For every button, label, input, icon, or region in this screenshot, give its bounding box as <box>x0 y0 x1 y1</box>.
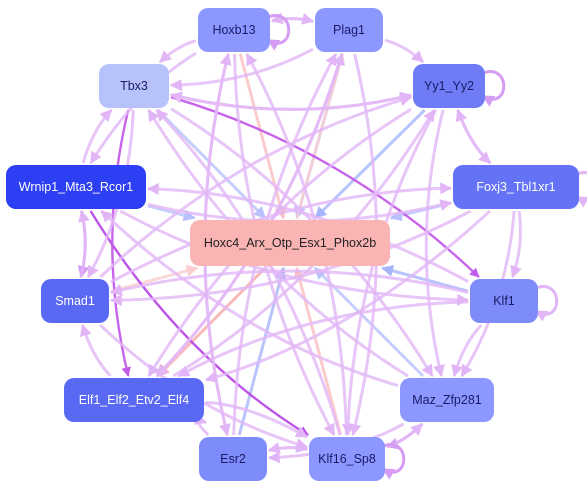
node-klf16-sp8[interactable]: Klf16_Sp8 <box>309 437 385 481</box>
edge-yy1-to-tbx3 <box>169 91 412 111</box>
self-loop-klf1 <box>533 285 559 322</box>
node-wrnip1-mta3-rcor1[interactable]: Wrnip1_Mta3_Rcor1 <box>6 165 146 209</box>
node-klf1[interactable]: Klf1 <box>470 279 538 323</box>
node-hoxc4-arx-otp-esx1-phox2b[interactable]: Hoxc4_Arx_Otp_Esx1_Phox2b <box>190 220 390 266</box>
edge-klf1-to-maz <box>451 323 483 378</box>
node-esr2[interactable]: Esr2 <box>199 437 267 481</box>
self-loop-hoxb13 <box>265 14 291 51</box>
edge-smad1-to-hoxc4 <box>110 265 199 293</box>
edge-maz-to-hoxc4 <box>313 266 425 378</box>
edge-elf1-to-klf16 <box>205 400 309 439</box>
node-plag1[interactable]: Plag1 <box>315 8 383 52</box>
edge-elf1-to-smad1 <box>79 323 112 378</box>
edge-tbx3-to-elf1 <box>111 109 131 377</box>
edge-smad1-to-wrnip1 <box>78 209 90 278</box>
edge-hoxb13-to-tbx3 <box>158 39 197 64</box>
node-tbx3[interactable]: Tbx3 <box>99 64 169 108</box>
edge-yy1-to-hoxc4 <box>314 108 426 220</box>
edge-wrnip1-to-tbx3 <box>81 108 113 164</box>
edge-foxj3-to-yy1 <box>455 108 492 165</box>
edge-foxj3-to-elf1 <box>204 209 491 383</box>
edge-hoxb13-to-hoxc4 <box>238 53 287 220</box>
node-yy1-yy2[interactable]: Yy1_Yy2 <box>413 64 485 108</box>
edge-plag1-to-tbx3 <box>169 47 314 92</box>
node-maz-zfp281[interactable]: Maz_Zfp281 <box>400 378 494 422</box>
edge-yy1-to-klf16 <box>342 109 438 437</box>
edge-klf1-to-smad1 <box>109 269 469 296</box>
node-hoxb13[interactable]: Hoxb13 <box>198 8 270 52</box>
edge-foxj3-to-klf1 <box>510 210 522 279</box>
edge-plag1-to-hoxb13 <box>270 12 314 25</box>
node-smad1[interactable]: Smad1 <box>41 279 109 323</box>
node-foxj3-tbl1xr1[interactable]: Foxj3_Tbl1xr1 <box>453 165 579 209</box>
edge-esr2-to-klf16 <box>268 441 309 453</box>
edge-wrnip1-to-klf1 <box>119 209 470 306</box>
edge-tbx3-to-hoxc4 <box>156 108 267 220</box>
edge-smad1-to-yy1 <box>99 94 413 279</box>
node-elf1-elf2-etv2-elf4[interactable]: Elf1_Elf2_Etv2_Elf4 <box>64 378 204 422</box>
edge-klf1-to-elf1 <box>177 300 469 378</box>
edge-esr2-to-elf1 <box>193 413 210 437</box>
self-loop-foxj3 <box>574 171 587 208</box>
self-loop-klf16 <box>380 443 406 480</box>
self-loop-yy1 <box>480 70 506 107</box>
edge-esr2-to-hoxc4 <box>237 266 287 436</box>
edge-yy1-to-maz <box>424 109 445 378</box>
edge-layer <box>77 12 587 480</box>
edge-yy1-to-foxj3 <box>456 109 492 165</box>
edge-plag1-to-yy1 <box>384 38 425 64</box>
